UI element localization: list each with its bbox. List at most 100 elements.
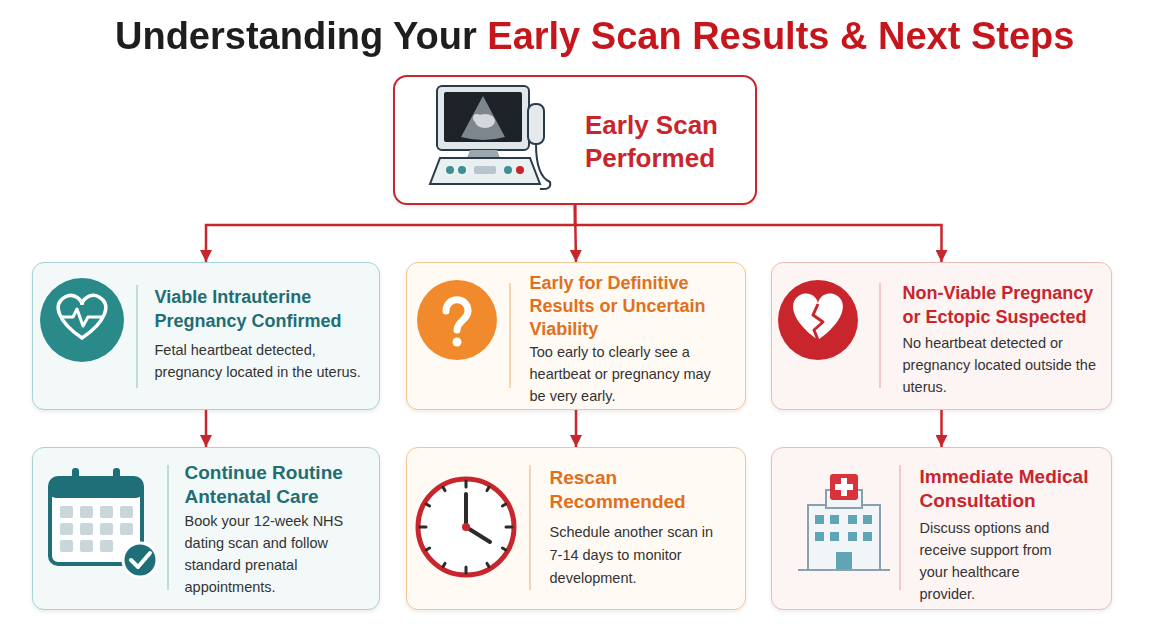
- box-description: Book your 12-week NHS dating scan and fo…: [185, 510, 380, 598]
- calendar-icon-part: [60, 523, 73, 535]
- ultrasound-machine-part: [446, 166, 454, 174]
- flow-arrow: [205, 410, 208, 447]
- calendar-icon-part: [72, 468, 79, 486]
- calendar-icon-part: [50, 478, 142, 564]
- text-column: Viable Intrauterine Pregnancy ConfirmedF…: [155, 285, 375, 383]
- outcome-box: Non-Viable Pregnancy or Ectopic Suspecte…: [771, 262, 1112, 410]
- text-column: Non-Viable Pregnancy or Ectopic Suspecte…: [903, 281, 1103, 398]
- outcome-box: Immediate Medical ConsultationDiscuss op…: [771, 447, 1112, 610]
- clock-icon-part-part: [426, 504, 429, 506]
- hospital-icon-part: [815, 515, 824, 524]
- ultrasound-machine-part: [536, 144, 550, 189]
- hospital-icon-part: [863, 532, 872, 541]
- outcome-box: Continue Routine Antenatal CareBook your…: [32, 447, 380, 610]
- broken-heart-icon-part: [793, 293, 843, 340]
- clock-icon-part: [462, 523, 470, 531]
- ultrasound-machine-part: [461, 96, 505, 140]
- ultrasound-machine-part: [430, 158, 540, 184]
- question-icon: [417, 280, 497, 360]
- ultrasound-machine-part: [444, 92, 522, 142]
- calendar-icon-part: [80, 506, 93, 518]
- clock-icon-part-part: [420, 526, 426, 529]
- heartbeat-icon-part: [40, 278, 124, 362]
- box-heading: Viable Intrauterine Pregnancy Confirmed: [155, 285, 370, 333]
- calendar-icon-part: [100, 506, 113, 518]
- box-description: Fetal heartbeat detected, pregnancy loca…: [155, 339, 375, 383]
- calendar-icon-part: [100, 523, 113, 535]
- clock-icon-part-part: [487, 487, 489, 490]
- clock-icon-part-part: [443, 563, 445, 566]
- hospital-icon-part: [841, 478, 847, 496]
- hospital-icon-part: [830, 474, 858, 500]
- ultrasound-machine-part: [475, 114, 495, 128]
- broken-heart-icon-part: [778, 280, 858, 360]
- calendar-icon-part: [120, 506, 133, 518]
- divider-line: [136, 285, 138, 388]
- box-heading: Non-Viable Pregnancy or Ectopic Suspecte…: [903, 281, 1103, 329]
- box-description: No heartbeat detected or pregnancy locat…: [903, 332, 1103, 398]
- divider-line: [899, 465, 901, 590]
- question-icon-part: [453, 338, 462, 347]
- text-column: Immediate Medical ConsultationDiscuss op…: [920, 465, 1105, 605]
- clock-icon-part-part: [506, 526, 512, 529]
- text-column: Rescan RecommendedSchedule another scan …: [550, 466, 715, 590]
- hospital-icon-part: [826, 490, 862, 508]
- calendar-icon-part: [50, 478, 142, 498]
- calendar-icon-part: [60, 540, 73, 552]
- ultrasound-machine-part: [516, 166, 524, 174]
- hospital-icon-part: [830, 532, 839, 541]
- question-icon-part: [446, 300, 468, 330]
- ultrasound-machine-part: [504, 166, 512, 174]
- clock-icon-part: [420, 481, 512, 573]
- broken-heart-icon-part: [813, 304, 823, 340]
- divider-line: [509, 283, 511, 388]
- flow-arrow: [575, 410, 578, 447]
- outcome-box: Viable Intrauterine Pregnancy ConfirmedF…: [32, 262, 380, 410]
- box-description: Schedule another scan in 7-14 days to mo…: [550, 521, 715, 590]
- clock-icon-part: [418, 479, 514, 575]
- clock-icon-part: [464, 494, 468, 527]
- box-description: Discuss options and receive support from…: [920, 517, 1070, 605]
- page-title: Understanding Your Early Scan Results & …: [115, 14, 1074, 58]
- calendar-icon-part: [60, 506, 73, 518]
- box-heading: Continue Routine Antenatal Care: [185, 461, 375, 509]
- clock-icon-part-part: [502, 504, 505, 506]
- heartbeat-icon: [40, 278, 124, 362]
- text-column: Early Scan Performed: [585, 109, 750, 175]
- hospital-icon-part: [863, 515, 872, 524]
- box-heading: Immediate Medical Consultation: [920, 465, 1105, 513]
- text-column: Continue Routine Antenatal CareBook your…: [185, 461, 380, 598]
- ultrasound-machine-part: [473, 114, 481, 122]
- broken-heart-icon: [778, 280, 858, 360]
- ultrasound-machine-part: [474, 166, 496, 174]
- ultrasound-machine-part: [458, 166, 466, 174]
- box-heading: Early for Definitive Results or Uncertai…: [530, 272, 735, 341]
- hospital-icon-part: [835, 484, 853, 490]
- calendar-icon-part: [131, 553, 150, 567]
- hospital-icon-part: [815, 532, 824, 541]
- text-column: Early for Definitive Results or Uncertai…: [530, 272, 735, 407]
- hospital-icon-part: [798, 569, 890, 571]
- calendar-icon-part: [80, 523, 93, 535]
- hospital-icon-part: [848, 532, 857, 541]
- flow-arrow: [206, 205, 575, 262]
- divider-line: [167, 465, 169, 590]
- heartbeat-icon-part: [62, 309, 102, 326]
- ultrasound-machine-part: [528, 104, 544, 144]
- calendar-icon-part: [100, 540, 113, 552]
- ultrasound-machine-part: [467, 150, 500, 158]
- calendar-icon-part: [123, 543, 157, 577]
- box-heading: Rescan Recommended: [550, 466, 715, 514]
- clock-icon-part: [466, 527, 490, 542]
- heartbeat-icon-part: [58, 295, 105, 338]
- hospital-icon-part: [808, 505, 880, 570]
- box-description: Too early to clearly see a heartbeat or …: [530, 341, 730, 407]
- clock-icon-part-part: [487, 563, 489, 566]
- clock-icon-part-part: [443, 487, 445, 490]
- start-box: Early Scan Performed: [393, 75, 757, 205]
- flow-arrow: [575, 205, 576, 262]
- clock-icon-part-part: [465, 567, 468, 573]
- calendar-icon-part: [120, 523, 133, 535]
